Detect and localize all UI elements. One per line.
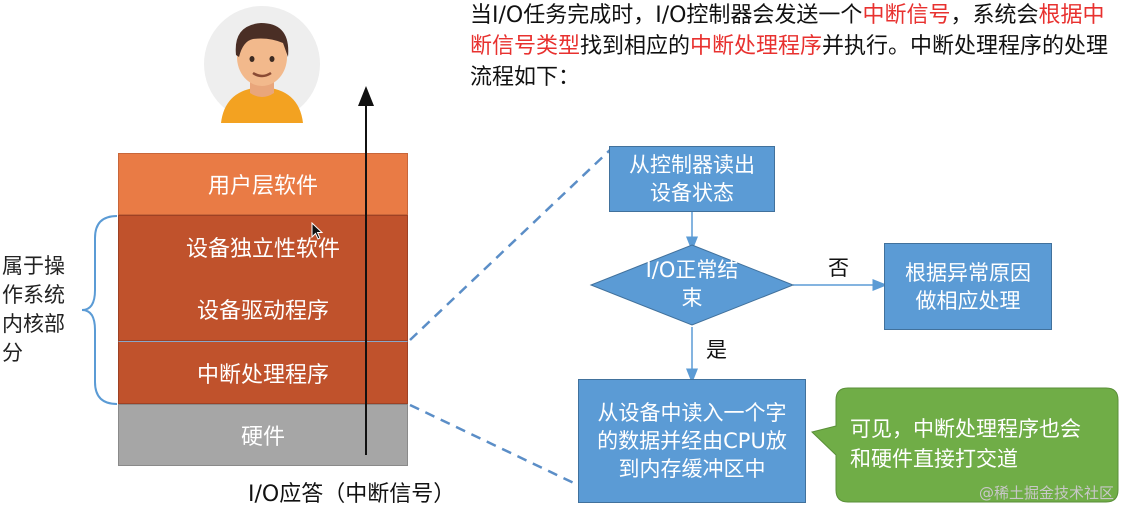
flow-step-read-data: 从设备中读入一个字的数据并经由CPU放到内存缓冲区中 xyxy=(578,379,806,503)
kernel-brace xyxy=(81,215,118,405)
yes-label: 是 xyxy=(706,338,727,362)
layer-independent-label: 设备独立性软件 xyxy=(185,237,340,262)
flow-step-read-status: 从控制器读出设备状态 xyxy=(609,146,775,212)
flow-step-read-data-label: 从设备中读入一个字的数据并经由CPU放到内存缓冲区中 xyxy=(597,401,787,481)
decision-diamond xyxy=(589,244,795,326)
layer-interrupt-label: 中断处理程序 xyxy=(196,362,329,388)
kernel-side-label: 属于操作系统内核部分 xyxy=(2,254,65,365)
avatar-icon xyxy=(204,6,320,123)
cursor-icon xyxy=(311,222,323,240)
callout-bubble xyxy=(811,387,1119,503)
intro-text-2: ，系统会 xyxy=(950,3,1039,28)
layer-interrupt-handler: 中断处理程序 xyxy=(118,341,408,404)
zoom-line-top xyxy=(409,149,611,341)
layer-os-software: 设备独立性软件 设备驱动程序 xyxy=(118,215,408,341)
layer-user-software: 用户层软件 xyxy=(118,153,408,215)
layer-driver-label: 设备驱动程序 xyxy=(196,299,329,324)
flow-step-error-handling: 根据异常原因做相应处理 xyxy=(884,243,1052,330)
intro-highlight-1: 中断信号 xyxy=(862,3,951,28)
intro-text-4: 并执行。中断处理程序的处理流程如下： xyxy=(470,34,1109,90)
no-label: 否 xyxy=(828,256,849,280)
decision-label: I/O正常结束 xyxy=(645,258,739,310)
watermark: @稀土掘金技术社区 xyxy=(978,484,1114,502)
io-response-label: I/O应答（中断信号） xyxy=(248,482,456,507)
layer-user-label: 用户层软件 xyxy=(207,174,318,199)
flow-step-error-label: 根据异常原因做相应处理 xyxy=(905,260,1031,313)
intro-text-1: 当I/O任务完成时，I/O控制器会发送一个 xyxy=(470,3,863,28)
intro-paragraph: 当I/O任务完成时，I/O控制器会发送一个中断信号，系统会根据中断信号类型找到相… xyxy=(470,0,1120,93)
intro-text-3: 找到相应的 xyxy=(580,34,691,59)
intro-highlight-2: 根据中断信号类型 xyxy=(470,3,1105,59)
flow-step-read-status-label: 从控制器读出设备状态 xyxy=(629,153,755,205)
zoom-line-bottom xyxy=(409,403,579,487)
layer-hardware: 硬件 xyxy=(118,404,408,466)
layer-hardware-label: 硬件 xyxy=(240,425,285,450)
intro-highlight-3: 中断处理程序 xyxy=(690,34,823,59)
callout-text: 可见，中断处理程序也会和硬件直接打交道 xyxy=(850,417,1081,471)
